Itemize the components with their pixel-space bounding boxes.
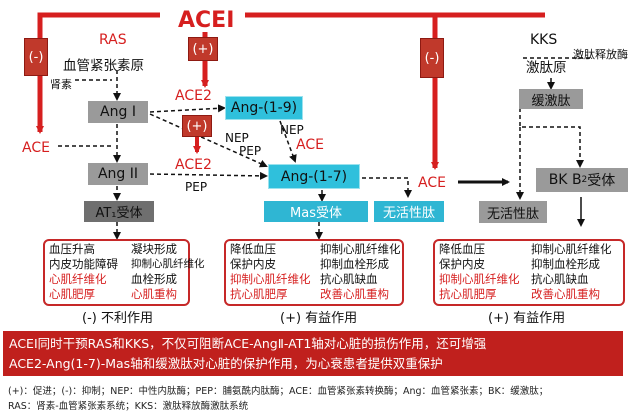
- summary-banner: ACEI同时干预RAS和KKS，不仅可阻断ACE-AngⅡ-AT1轴对心脏的损伤…: [3, 331, 623, 376]
- nep-label-2: NEP: [280, 123, 304, 137]
- at1-receptor-box: AT₁受体: [84, 201, 154, 222]
- caption-beneficial-right: (+) 有益作用: [488, 311, 566, 326]
- inhibit-left-symbol: (-): [24, 38, 48, 76]
- ace-mid-label: ACE: [296, 137, 324, 153]
- mid-r3-c1: 改善心肌重构: [320, 287, 389, 301]
- left-r1-c1: 抑制心肌纤维化: [131, 258, 205, 270]
- acei-to-ace-right-line: [245, 12, 438, 160]
- left-r3-c0: 心肌肥厚: [49, 287, 95, 301]
- ang19-box: Ang-(1-9): [225, 96, 303, 120]
- ang17-box: Ang-(1-7): [268, 164, 360, 189]
- left-r0-c0: 血压升高: [49, 242, 95, 256]
- ang1-box: Ang I: [88, 101, 148, 123]
- ace2-lower-label: ACE2: [175, 157, 212, 173]
- mid-r2-c0: 抑制心肌纤维化: [230, 272, 311, 286]
- right-r3-c1: 改善心肌重构: [531, 287, 600, 301]
- mid-r1-c1: 抑制血栓形成: [320, 257, 389, 271]
- kallikrein-label: 激肽释放酶: [573, 48, 628, 61]
- bk-b2-subscript: 2: [581, 175, 588, 185]
- mid-r0-c1: 抑制心肌纤维化: [320, 242, 401, 256]
- arrow-bk-to-b2: [519, 108, 584, 168]
- mid-r3-c0: 抗心肌肥厚: [230, 287, 288, 301]
- left-r3-c1: 心肌重构: [131, 287, 177, 301]
- ras-substrate-label: 血管紧张素原: [63, 58, 144, 74]
- right-r0-c1: 抑制心肌纤维化: [531, 242, 612, 256]
- inactive-peptide-mid-box: 无活性肽: [374, 201, 444, 222]
- panel-adverse-effects: 血压升高 凝块形成 内皮功能障碍 抑制心肌纤维化 心肌纤维化 血栓形成 心肌肥厚…: [43, 239, 205, 306]
- mid-r0-c0: 降低血压: [230, 242, 276, 256]
- ace2-upper-label: ACE2: [175, 88, 212, 104]
- left-r0-c1: 凝块形成: [131, 242, 177, 256]
- right-r3-c0: 抗心肌肥厚: [439, 287, 497, 301]
- right-r1-c0: 保护内皮: [439, 257, 485, 271]
- ras-title: RAS: [99, 32, 127, 48]
- left-r2-c0: 心肌纤维化: [49, 272, 107, 286]
- bk-b2-prefix: BK B: [548, 172, 582, 188]
- inhibit-right-symbol: (-): [420, 38, 444, 78]
- panel-beneficial-middle: 降低血压 抑制心肌纤维化 保护内皮 抑制血栓形成 抑制心肌纤维化 抗心肌缺血 抗…: [224, 239, 404, 306]
- promote-top-symbol: (+): [188, 37, 218, 61]
- mas-receptor-box: Mas受体: [264, 201, 368, 222]
- banner-line-1: ACEI同时干预RAS和KKS，不仅可阻断ACE-AngⅡ-AT1轴对心脏的损伤…: [9, 336, 487, 351]
- ace-left-label: ACE: [22, 140, 50, 156]
- arrow-ang17-to-inactive: [362, 177, 412, 198]
- arrow-ang1-to-ang17: [149, 113, 268, 168]
- abbreviation-note-2: RAS：肾素-血管紧张素系统；KKS：激肽释放酶激肽系统: [8, 401, 249, 412]
- bk-b2-suffix: 受体: [587, 173, 616, 189]
- mid-r2-c1: 抗心肌缺血: [320, 272, 378, 286]
- ang2-box: Ang II: [88, 163, 148, 185]
- acei-to-ace-left-line: [37, 12, 160, 125]
- nep-label-1: NEP: [225, 131, 249, 145]
- abbreviation-note-1: (+)：促进；(-)：抑制；NEP：中性内肽酶；PEP：脯氨酰内肽酶；ACE：血…: [8, 386, 549, 397]
- caption-beneficial-middle: (+) 有益作用: [280, 311, 358, 326]
- arrow-ang2-to-ang17: [149, 171, 268, 180]
- kks-title: KKS: [530, 32, 558, 48]
- ace-right-label: ACE: [418, 175, 446, 191]
- right-r0-c0: 降低血压: [439, 242, 485, 256]
- left-r2-c1: 血栓形成: [131, 272, 177, 286]
- pep-label-1: PEP: [239, 144, 262, 158]
- acei-title: ACEI: [178, 8, 235, 33]
- right-r2-c0: 抑制心肌纤维化: [439, 272, 520, 286]
- mid-r1-c0: 保护内皮: [230, 257, 276, 271]
- pep-label-2: PEP: [185, 180, 208, 194]
- renin-label: 肾素: [50, 78, 72, 91]
- caption-adverse: (-) 不利作用: [82, 311, 153, 326]
- promote-mid-symbol: (+): [182, 115, 212, 137]
- bradykinin-box: 缓激肽: [519, 89, 583, 109]
- banner-line-2: ACE2-Ang(1-7)-Mas轴和缓激肽对心脏的保护作用，为心衰患者提供双重…: [9, 356, 443, 371]
- inactive-peptide-right-box: 无活性肽: [479, 201, 547, 223]
- right-r2-c1: 抗心肌缺血: [531, 272, 589, 286]
- panel-beneficial-right: 降低血压 抑制心肌纤维化 保护内皮 抑制血栓形成 抑制心肌纤维化 抗心肌缺血 抗…: [433, 239, 625, 306]
- arrow-ang19-to-ang17: [279, 120, 297, 163]
- arrow-ang1-to-ang19: [149, 104, 226, 113]
- left-r1-c0: 内皮功能障碍: [49, 257, 118, 271]
- right-r1-c1: 抑制血栓形成: [531, 257, 600, 271]
- kks-substrate-label: 激肽原: [526, 60, 567, 76]
